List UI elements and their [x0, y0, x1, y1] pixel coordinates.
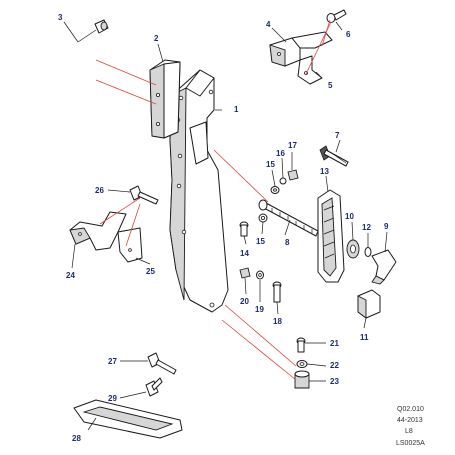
- callout-22: 22: [330, 361, 339, 370]
- part-14-15-fasteners: [239, 213, 268, 237]
- callout-10: 10: [345, 212, 354, 221]
- callout-5: 5: [328, 81, 333, 90]
- callout-7: 7: [335, 131, 340, 140]
- part-15-16-17-hardware: [270, 169, 299, 194]
- part-3-bolt: [77, 19, 109, 43]
- callout-14: 14: [240, 249, 249, 258]
- callout-17: 17: [288, 141, 297, 150]
- callout-27: 27: [108, 357, 117, 366]
- callout-6: 6: [346, 30, 351, 39]
- callout-24: 24: [66, 271, 75, 280]
- callout-25: 25: [146, 267, 155, 276]
- callout-28: 28: [72, 434, 81, 443]
- reference-line-2: 44-2013: [397, 417, 423, 424]
- callout-12: 12: [362, 223, 371, 232]
- part-24-25-lower-left-bracket: [69, 211, 143, 263]
- callout-29: 29: [108, 394, 117, 403]
- part-11-spacer: [357, 289, 381, 319]
- part-7-bolt: [319, 145, 349, 167]
- part-4-5-upper-right-bracket: [269, 31, 333, 85]
- callout-16: 16: [276, 149, 285, 158]
- part-12-washer: [364, 247, 372, 257]
- callout-21: 21: [330, 339, 339, 348]
- part-28-plate: [73, 399, 183, 439]
- part-27-screw: [147, 352, 177, 375]
- callout-13: 13: [320, 167, 329, 176]
- callout-15a: 15: [266, 160, 275, 169]
- part-2-upper-bracket: [149, 59, 181, 139]
- part-8-threaded-rod: [258, 199, 319, 237]
- part-21-22-23-fasteners: [294, 337, 310, 389]
- callout-labels: 1 2 3 4 5 6 7 8 9 10 11 12 13 14 15 15 1…: [58, 13, 389, 443]
- callout-19: 19: [255, 305, 264, 314]
- part-29-screw: [145, 377, 163, 397]
- callout-23: 23: [330, 377, 339, 386]
- callout-2: 2: [154, 34, 159, 43]
- callout-8: 8: [285, 238, 290, 247]
- part-26-screw: [129, 185, 159, 205]
- callout-26: 26: [95, 186, 104, 195]
- part-9-elbow: [371, 249, 397, 285]
- callout-1: 1: [234, 105, 239, 114]
- callout-20: 20: [240, 297, 249, 306]
- callout-11: 11: [360, 333, 369, 342]
- reference-line-3: L8: [405, 428, 413, 435]
- reference-line-1: Q02.010: [397, 406, 424, 413]
- callout-9: 9: [384, 222, 389, 231]
- callout-4: 4: [266, 20, 271, 29]
- callout-18: 18: [273, 317, 282, 326]
- part-1-main-bracket: [169, 69, 229, 313]
- callout-leaders: [63, 21, 388, 431]
- callout-15b: 15: [256, 237, 265, 246]
- reference-block: Q02.010 44-2013 L8 LS0025A: [396, 406, 425, 447]
- part-10-bushing: [346, 239, 360, 259]
- reference-line-4: LS0025A: [396, 440, 425, 447]
- part-13-pad: [317, 189, 345, 283]
- callout-3: 3: [58, 13, 63, 22]
- explode-lines: [95, 19, 332, 381]
- part-18-19-20-fasteners: [239, 267, 282, 303]
